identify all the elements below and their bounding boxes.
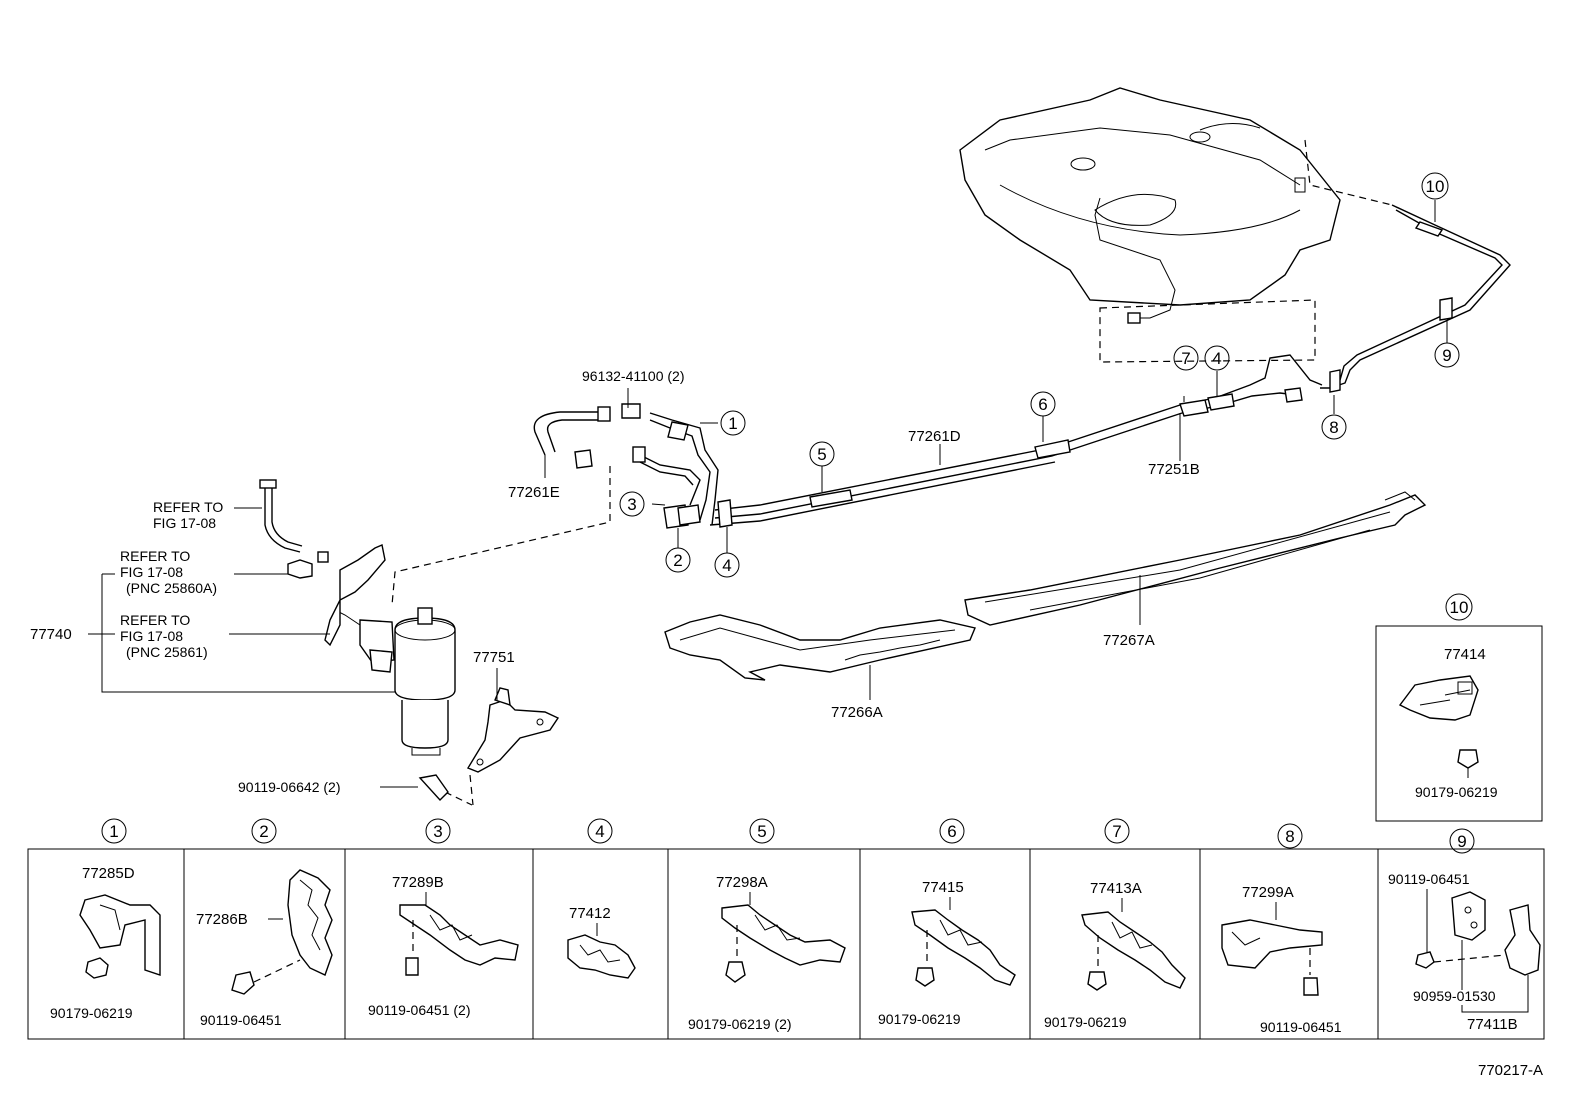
callout-7: 7 [1173,345,1199,371]
detail-box-5: 5 77298A 90179-06219 (2) [688,818,846,1032]
svg-text:8: 8 [1285,827,1294,846]
callout-8: 8 [1321,414,1347,440]
svg-text:1: 1 [728,414,737,433]
callout-10: 10 [1421,172,1449,200]
svg-text:(PNC 25861): (PNC 25861) [126,644,208,660]
svg-text:6: 6 [1038,395,1047,414]
svg-text:4: 4 [1212,349,1221,368]
label-90119-06642: 90119-06642 (2) [238,779,340,795]
svg-text:4: 4 [595,822,604,841]
protector-77266A [664,614,976,681]
svg-text:2: 2 [259,822,268,841]
detail-box-2: 2 77286B 90119-06451 [196,818,333,1028]
detail-box-4: 4 77412 [567,818,636,979]
svg-text:7: 7 [1112,822,1121,841]
svg-text:(PNC 25860A): (PNC 25860A) [126,580,217,596]
callout-5: 5 [809,441,835,467]
svg-text:77286B: 77286B [196,911,248,928]
callout-6: 6 [1030,391,1056,417]
svg-text:10: 10 [1450,598,1469,617]
svg-text:9: 9 [1442,346,1451,365]
svg-text:90119-06451: 90119-06451 [200,1012,282,1028]
svg-text:90179-06219: 90179-06219 [1044,1014,1127,1030]
callout-9: 9 [1434,342,1460,368]
callout-1: 1 [720,410,746,436]
svg-text:FIG 17-08: FIG 17-08 [120,628,183,644]
svg-text:77411B: 77411B [1467,1016,1518,1033]
svg-text:90179-06219: 90179-06219 [50,1005,133,1021]
svg-text:2: 2 [673,551,682,570]
svg-text:5: 5 [817,445,826,464]
svg-text:3: 3 [433,822,442,841]
svg-text:1: 1 [109,822,118,841]
svg-text:77285D: 77285D [82,865,135,882]
charcoal-canister [259,479,456,756]
callout-2: 2 [665,547,691,573]
detail-box-1: 1 77285D 90179-06219 [50,818,161,1021]
svg-text:77413A: 77413A [1090,880,1142,897]
detail-box-6: 6 77415 90179-06219 [878,818,1016,1027]
svg-text:77289B: 77289B [392,874,444,891]
svg-text:90179-06219: 90179-06219 [1415,784,1498,800]
svg-text:5: 5 [757,822,766,841]
svg-text:90119-06451: 90119-06451 [1260,1019,1342,1035]
bracket-77751 [466,687,560,773]
label-77261D: 77261D [908,428,961,445]
svg-text:9: 9 [1457,832,1466,851]
svg-text:FIG 17-08: FIG 17-08 [153,515,216,531]
protector-77267A [964,491,1427,626]
svg-text:77415: 77415 [922,879,964,896]
svg-text:90119-06451 (2): 90119-06451 (2) [368,1002,470,1018]
svg-text:77299A: 77299A [1242,884,1294,901]
detail-box-8: 8 77299A 90119-06451 [1221,823,1342,1035]
svg-text:6: 6 [947,822,956,841]
svg-text:REFER TO: REFER TO [120,612,190,628]
label-77751: 77751 [473,649,515,666]
svg-text:3: 3 [627,495,636,514]
detail-row [27,848,1545,1040]
svg-text:8: 8 [1329,418,1338,437]
svg-text:7: 7 [1181,349,1190,368]
detail-box-9: 9 90119-06451 90959-01530 77411B [1388,828,1541,1033]
diagram-id: 770217-A [1478,1062,1543,1079]
callout-3: 3 [619,491,645,517]
svg-text:90119-06451: 90119-06451 [1388,871,1470,887]
svg-text:77298A: 77298A [716,874,768,891]
svg-text:REFER TO: REFER TO [120,548,190,564]
refer-note-valve: REFER TO FIG 17-08 (PNC 25861) [120,612,208,660]
label-77266A: 77266A [831,704,883,721]
label-77267A: 77267A [1103,632,1155,649]
label-96132-41100: 96132-41100 (2) [582,368,684,384]
label-77251B: 77251B [1148,461,1200,478]
detail-box-3: 3 77289B 90119-06451 (2) [368,818,519,1018]
svg-text:10: 10 [1426,177,1445,196]
refer-note-hose: REFER TO FIG 17-08 [153,499,223,531]
svg-text:90179-06219 (2): 90179-06219 (2) [688,1016,792,1032]
svg-text:77412: 77412 [569,905,611,922]
fuel-tank [959,87,1341,306]
label-77261E: 77261E [508,484,560,501]
callout-4b: 4 [1204,345,1230,371]
refer-note-vsv: REFER TO FIG 17-08 (PNC 25860A) [120,548,217,596]
svg-text:77414: 77414 [1444,646,1486,663]
svg-text:FIG 17-08: FIG 17-08 [120,564,183,580]
callout-4a: 4 [714,552,740,578]
detail-box-7: 7 77413A 90179-06219 [1044,818,1186,1030]
svg-text:90179-06219: 90179-06219 [878,1011,961,1027]
svg-text:4: 4 [722,556,731,575]
svg-text:90959-01530: 90959-01530 [1413,988,1496,1004]
label-77740: 77740 [30,626,72,643]
inset-box-10: 10 77414 90179-06219 [1375,593,1543,822]
svg-text:REFER TO: REFER TO [153,499,223,515]
